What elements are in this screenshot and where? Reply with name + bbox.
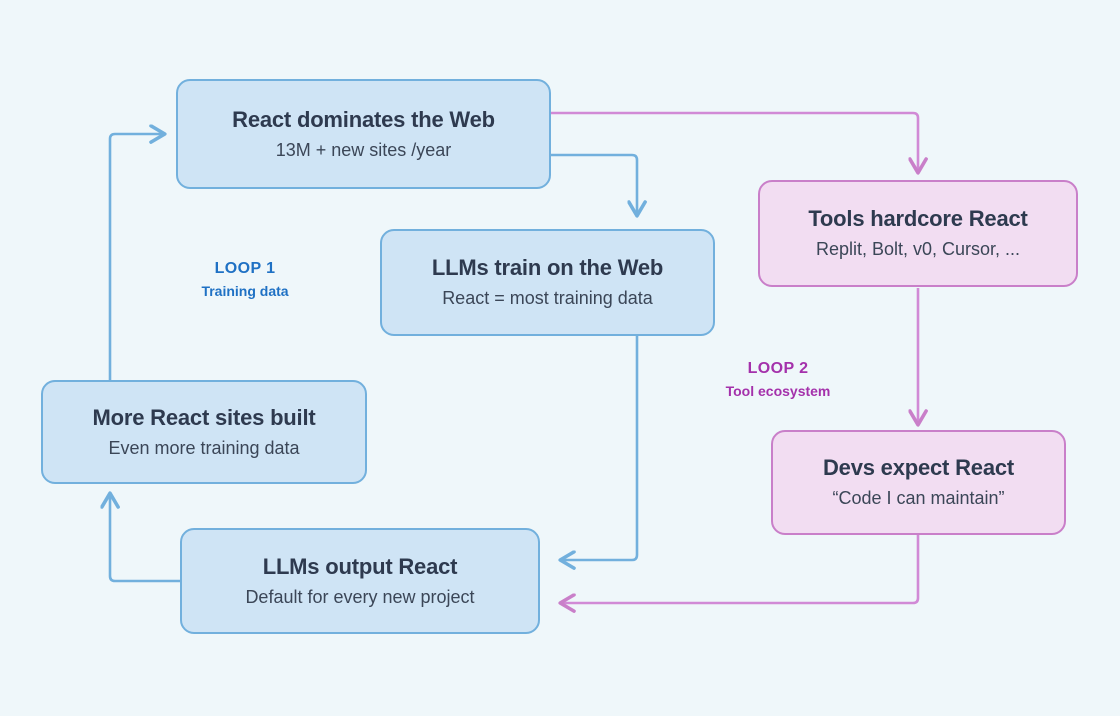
- loop-title: LOOP 1: [214, 260, 276, 277]
- node-subtitle: Default for every new project: [245, 586, 475, 607]
- loop-label-1: LOOP 1 Training data: [180, 260, 310, 299]
- node-devs-expect[interactable]: Devs expect React “Code I can maintain”: [771, 430, 1066, 535]
- edge-react-to-tools: [551, 111, 918, 172]
- node-title: More React sites built: [92, 404, 316, 430]
- node-llms-output[interactable]: LLMs output React Default for every new …: [180, 528, 540, 634]
- edge-devs-to-llms-output: [561, 535, 920, 603]
- node-title: Tools hardcore React: [808, 206, 1028, 231]
- loop-label-2: LOOP 2 Tool ecosystem: [708, 360, 848, 399]
- node-title: Devs expect React: [822, 455, 1015, 480]
- node-react-dominates[interactable]: React dominates the Web 13M + new sites …: [176, 79, 551, 189]
- node-title: LLMs output React: [262, 553, 458, 579]
- edge-react-to-llms-train: [551, 153, 637, 215]
- loop-subtitle: Tool ecosystem: [725, 383, 831, 400]
- node-subtitle: Even more training data: [108, 437, 300, 458]
- edge-llms-train-to-llms-output: [561, 336, 639, 560]
- node-title: LLMs train on the Web: [431, 255, 664, 280]
- edge-llms-output-to-more-sites: [110, 494, 180, 583]
- node-title: React dominates the Web: [232, 106, 495, 132]
- node-subtitle: Replit, Bolt, v0, Cursor, ...: [815, 239, 1021, 260]
- loop-subtitle: Training data: [201, 283, 289, 300]
- node-llms-train[interactable]: LLMs train on the Web React = most train…: [380, 229, 715, 336]
- node-subtitle: React = most training data: [442, 288, 653, 309]
- edge-more-sites-to-react: [108, 134, 164, 380]
- node-more-react-sites[interactable]: More React sites built Even more trainin…: [41, 380, 367, 484]
- loop-title: LOOP 2: [747, 360, 809, 377]
- node-subtitle: 13M + new sites /year: [275, 139, 452, 160]
- node-tools-hardcore[interactable]: Tools hardcore React Replit, Bolt, v0, C…: [758, 180, 1078, 287]
- node-subtitle: “Code I can maintain”: [832, 488, 1005, 509]
